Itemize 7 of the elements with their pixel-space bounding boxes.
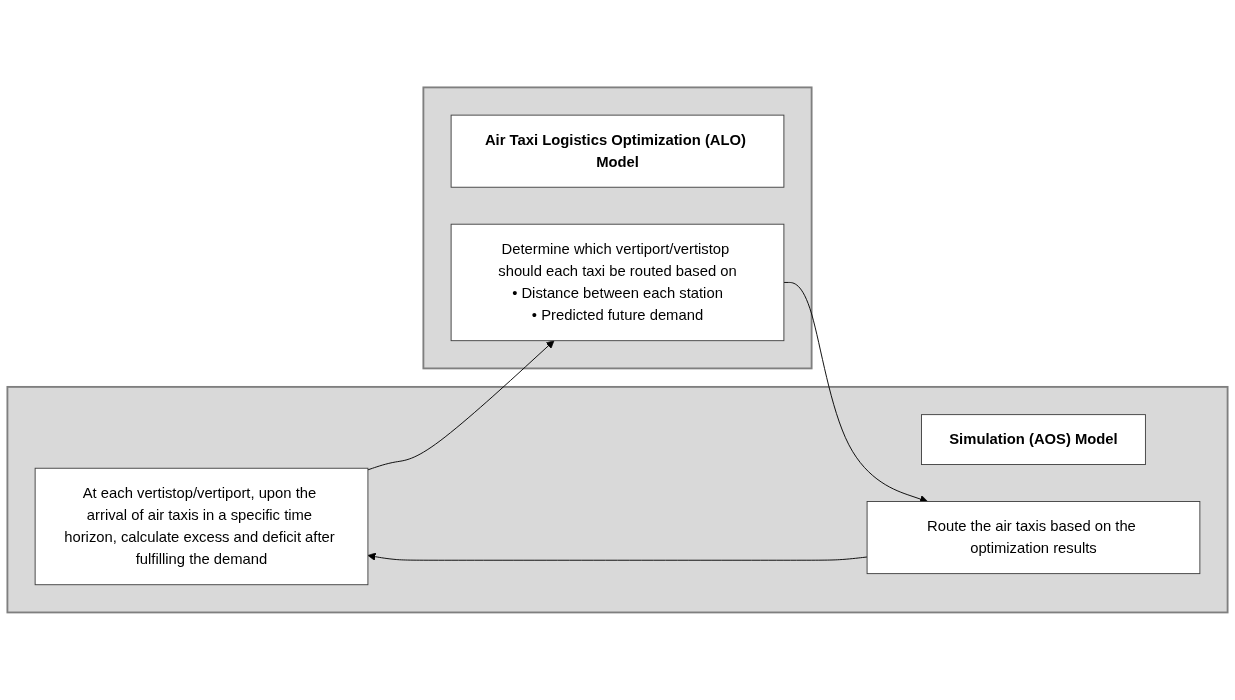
node-box: At each vertistop/vertiport, upon the arrival of air taxis in a specific time horizon, calculate excess and deficit after fulfilling the demand bbox=[34, 467, 369, 586]
cluster bbox=[422, 86, 813, 370]
cluster bbox=[6, 386, 1229, 614]
node-box: Air Taxi Logistics Optimization (ALO) Model bbox=[450, 114, 785, 188]
node-box: Simulation (AOS) Model bbox=[921, 414, 1146, 466]
node-box: Determine which vertiport/vertistop should each taxi be routed based on • Distance between each station • Predicted future demand bbox=[450, 223, 785, 342]
node-box: Route the air taxis based on the optimization results bbox=[866, 501, 1201, 575]
